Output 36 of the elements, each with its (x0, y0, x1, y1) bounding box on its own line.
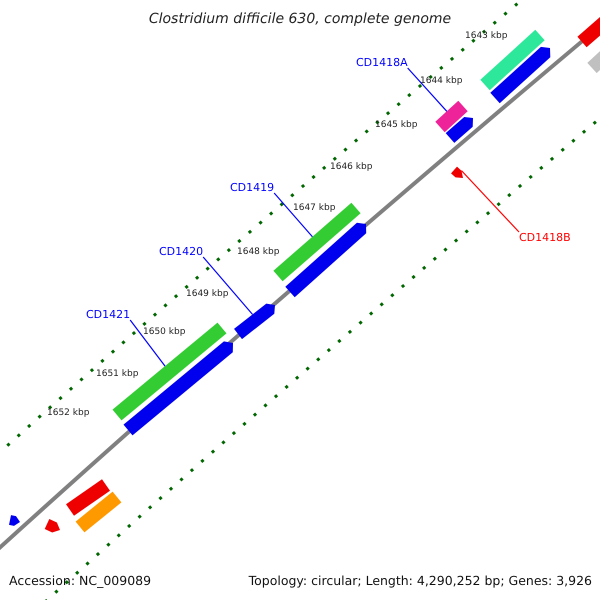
gene-label: CD1420 (159, 246, 204, 257)
tick-label: 1652 kbp (47, 409, 90, 418)
leader-line (202, 256, 253, 315)
gene-feature (577, 16, 600, 48)
gene-feature (285, 222, 366, 298)
tick-label: 1646 kbp (330, 163, 372, 172)
gene-feature (76, 492, 122, 532)
gene-feature (446, 117, 473, 143)
gene-feature (124, 341, 233, 436)
gene-label: CD1418A (356, 57, 408, 68)
leader-line (274, 192, 313, 238)
leader-line (461, 170, 520, 232)
accession-text: Accession: NC_009089 (9, 575, 152, 588)
gene-feature (66, 479, 110, 516)
gene-feature (44, 519, 60, 532)
tick-label: 1650 kbp (143, 328, 186, 337)
gene-label: CD1419 (230, 182, 274, 193)
gene-label: CD1418B (519, 232, 571, 243)
title: Clostridium difficile 630, complete genome (148, 12, 452, 26)
gene-feature (587, 50, 600, 74)
tick-label: 1647 kbp (293, 204, 336, 213)
leader-line (130, 320, 166, 366)
gene-label: CD1421 (86, 309, 130, 320)
gene-feature (451, 166, 463, 178)
tick-label: 1643 kbp (465, 32, 508, 41)
gene-feature (435, 100, 468, 132)
gene-feature (9, 515, 20, 526)
tick-label: 1649 kbp (186, 290, 228, 299)
genome-info-text: Topology: circular; Length: 4,290,252 bp; Genes: 3,926 (248, 575, 592, 588)
tick-label: 1651 kbp (96, 370, 138, 379)
gene-feature (234, 304, 275, 340)
tick-label: 1644 kbp (420, 77, 462, 86)
gene-feature (490, 46, 550, 104)
tick-label: 1648 kbp (237, 248, 280, 257)
tick-label: 1645 kbp (375, 121, 418, 130)
leader-line (407, 68, 448, 112)
